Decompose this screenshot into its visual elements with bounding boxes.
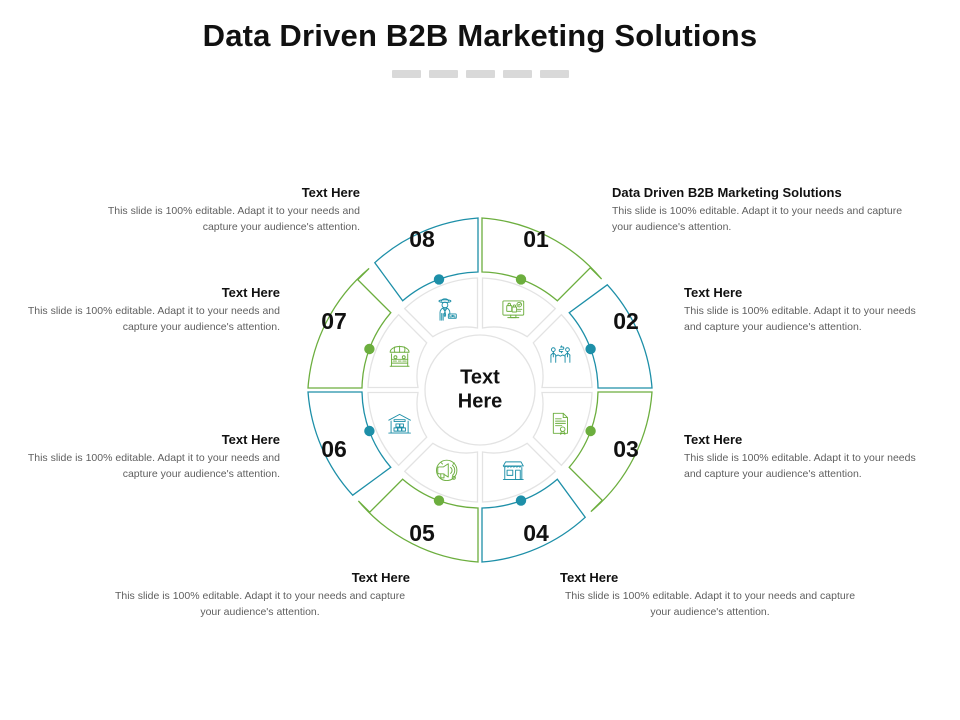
- title-dash: [391, 70, 421, 78]
- center-label: Text Here: [425, 366, 535, 413]
- text-block-05-heading: Text Here: [351, 570, 410, 585]
- title-underline-dashes: [0, 70, 960, 78]
- inner-segment-07[interactable]: [367, 313, 428, 389]
- connector-dot-01: [515, 274, 527, 285]
- money-handshake-icon: [550, 345, 571, 363]
- connector-dot-07: [364, 343, 375, 355]
- text-block-03-body: This slide is 100% editable. Adapt it to…: [684, 452, 916, 480]
- inner-segment-02[interactable]: [532, 313, 593, 389]
- text-block-06-body: This slide is 100% editable. Adapt it to…: [27, 452, 280, 480]
- segment-number-03[interactable]: 03: [613, 436, 639, 462]
- text-block-04-heading: Text Here: [560, 570, 619, 585]
- text-block-06-heading: Text Here: [221, 432, 280, 447]
- storefront-icon: [502, 461, 524, 481]
- text-block-01: Data Driven B2B Marketing Solutions This…: [612, 185, 912, 236]
- text-block-02: Text Here This slide is 100% editable. A…: [684, 285, 934, 336]
- connector-dot-05: [433, 495, 445, 506]
- title-dash: [502, 70, 532, 78]
- outer-segment-04[interactable]: [481, 478, 587, 563]
- outer-segment-02[interactable]: [568, 283, 653, 389]
- connector-dot-04: [515, 495, 527, 506]
- outer-segment-08[interactable]: [373, 217, 479, 302]
- text-block-02-body: This slide is 100% editable. Adapt it to…: [684, 305, 916, 333]
- text-block-02-heading: Text Here: [684, 285, 743, 300]
- segment-number-06[interactable]: 06: [321, 436, 347, 462]
- outer-segment-03[interactable]: [568, 391, 653, 513]
- text-block-04: Text Here This slide is 100% editable. A…: [560, 570, 860, 621]
- ecommerce-monitor-icon: [502, 300, 525, 319]
- warehouse-icon: [388, 413, 411, 434]
- text-block-08-heading: Text Here: [301, 185, 360, 200]
- inner-segment-05[interactable]: [403, 442, 479, 503]
- octagonal-cycle-diagram: 01 02 03 04 05 06 07 08 Text Here: [270, 190, 690, 590]
- text-block-05: Text Here This slide is 100% editable. A…: [110, 570, 410, 621]
- connector-dot-02: [585, 343, 596, 355]
- segment-number-05[interactable]: 05: [409, 520, 435, 546]
- connector-dot-06: [364, 425, 375, 437]
- segment-number-01[interactable]: 01: [523, 226, 549, 252]
- outer-ring: [307, 217, 653, 563]
- text-block-07: Text Here This slide is 100% editable. A…: [24, 285, 280, 336]
- center-label-line2: Here: [457, 390, 503, 412]
- text-block-01-body: This slide is 100% editable. Adapt it to…: [612, 205, 903, 233]
- text-block-04-body: This slide is 100% editable. Adapt it to…: [564, 590, 856, 618]
- inner-segment-08[interactable]: [403, 277, 479, 338]
- inner-ring: [367, 277, 593, 503]
- connector-dot-03: [585, 425, 596, 437]
- inner-segment-04[interactable]: [481, 442, 557, 503]
- text-block-06: Text Here This slide is 100% editable. A…: [24, 432, 280, 483]
- outer-segment-01[interactable]: [481, 217, 603, 302]
- text-block-01-heading: Data Driven B2B Marketing Solutions: [612, 185, 842, 200]
- connector-dots: [364, 274, 596, 506]
- inner-segment-06[interactable]: [367, 391, 428, 467]
- digital-marketing-icon: [436, 459, 458, 482]
- text-block-07-heading: Text Here: [221, 285, 280, 300]
- text-block-08-body: This slide is 100% editable. Adapt it to…: [107, 205, 360, 233]
- segment-number-07[interactable]: 07: [321, 308, 347, 334]
- certificate-document-icon: [552, 412, 568, 435]
- text-block-07-body: This slide is 100% editable. Adapt it to…: [27, 305, 280, 333]
- title-dash: [465, 70, 495, 78]
- connector-dot-08: [433, 274, 445, 285]
- outer-segment-06[interactable]: [307, 391, 392, 497]
- title-dash: [539, 70, 569, 78]
- inner-segment-03[interactable]: [532, 391, 593, 467]
- center-circle: [424, 334, 536, 446]
- text-block-03: Text Here This slide is 100% editable. A…: [684, 432, 934, 483]
- segment-number-08[interactable]: 08: [409, 226, 435, 252]
- text-block-03-heading: Text Here: [684, 432, 743, 447]
- outer-segment-07[interactable]: [307, 267, 392, 389]
- inner-segment-01[interactable]: [481, 277, 557, 338]
- outer-segment-05[interactable]: [357, 478, 479, 563]
- segment-number-02[interactable]: 02: [613, 308, 639, 334]
- segment-number-04[interactable]: 04: [523, 520, 549, 546]
- center-label-line1: Text: [460, 366, 500, 389]
- text-block-08: Text Here This slide is 100% editable. A…: [92, 185, 360, 236]
- title-dash: [428, 70, 458, 78]
- salesman-sale-icon: [438, 298, 457, 321]
- text-block-05-body: This slide is 100% editable. Adapt it to…: [114, 590, 406, 618]
- page-title: Data Driven B2B Marketing Solutions: [202, 18, 758, 53]
- market-stall-icon: [389, 345, 410, 367]
